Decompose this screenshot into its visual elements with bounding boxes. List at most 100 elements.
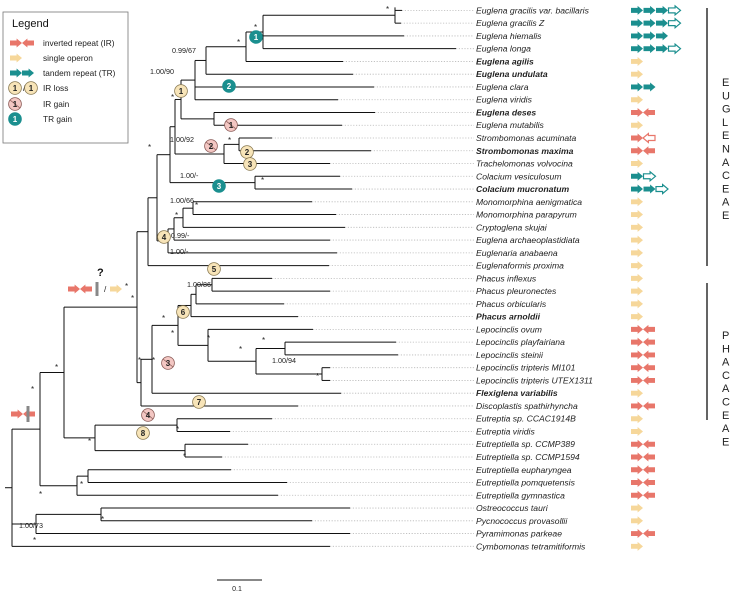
taxon-label: Euglena gracilis Z [476, 18, 545, 28]
single-operon-icon [631, 286, 643, 296]
tr-arrow-icon [656, 31, 668, 41]
single-operon-icon [631, 273, 643, 283]
ir-arrow-icon [643, 324, 655, 334]
tr-arrow-icon [631, 44, 643, 54]
significance-star: * [55, 363, 58, 372]
tr-arrow-icon [643, 184, 656, 194]
taxon-label: Euglena hiemalis [476, 31, 542, 41]
ir-arrow-icon [643, 375, 655, 385]
taxon-label: Euglena undulata [476, 69, 548, 79]
ir-loss-badge: 6 [176, 305, 190, 319]
svg-text:7: 7 [197, 398, 202, 407]
ir-arrow-icon [643, 490, 655, 500]
significance-star: * [386, 5, 389, 14]
ir-arrow-icon [643, 337, 655, 347]
tr-arrow-icon [10, 68, 22, 78]
taxon-label: Phacus arnoldii [476, 312, 541, 322]
tr-gain-badge: 3 [212, 179, 226, 193]
svg-text:2: 2 [209, 142, 214, 151]
family-letter: L [722, 117, 728, 129]
ir-gain-badge: 2 [204, 139, 218, 153]
single-operon-icon [631, 56, 643, 66]
single-operon-icon [631, 426, 643, 436]
significance-star: * [148, 143, 151, 152]
ir-arrow-icon [631, 490, 643, 500]
single-operon-icon [631, 69, 643, 79]
svg-text:3: 3 [248, 160, 253, 169]
family-letter: A [722, 383, 730, 395]
significance-star: * [131, 294, 134, 303]
tr-arrow-icon [642, 170, 657, 183]
svg-text:1: 1 [179, 87, 184, 96]
support-value: 1.00/66 [170, 196, 194, 205]
svg-text:1: 1 [254, 33, 259, 42]
tr-arrow-icon [631, 31, 643, 41]
ir-arrow-icon [643, 465, 655, 475]
single-operon-icon [10, 53, 22, 63]
single-operon-icon [110, 284, 122, 294]
legend-box [2, 11, 129, 144]
tr-arrow-icon [631, 18, 643, 28]
family-letter: E [722, 183, 729, 195]
significance-star: * [171, 329, 174, 338]
family-letter: C [722, 397, 730, 409]
support-value: 1.00/- [180, 171, 199, 180]
svg-text:5: 5 [212, 265, 217, 274]
family-letter: A [722, 197, 730, 209]
taxon-label: Cymbomonas tetramitiformis [476, 541, 586, 551]
taxon-label: Phacus inflexus [476, 273, 537, 283]
single-operon-icon [631, 516, 643, 526]
ir-arrow-icon [631, 324, 643, 334]
ir-arrow-icon [642, 132, 656, 144]
significance-star: * [239, 345, 242, 354]
tr-arrow-icon [656, 44, 668, 54]
family-letter: A [722, 157, 730, 169]
tr-arrow-icon [643, 5, 656, 15]
taxon-label: Ostreococcus tauri [476, 503, 549, 513]
legend-label: IR gain [43, 99, 70, 109]
significance-star: * [228, 136, 231, 145]
taxon-label: Lepocinclis tripteris UTEX1311 [476, 375, 593, 385]
taxon-label: Lepocinclis steinii [476, 350, 544, 360]
ir-arrow-icon [80, 284, 92, 294]
uncertain-state-label: ? [97, 267, 104, 279]
ir-arrow-icon [631, 107, 643, 117]
ir-arrow-icon [631, 146, 643, 156]
taxon-label: Eutreptiella gymnastica [476, 490, 565, 500]
support-value: 1.00/94 [272, 356, 296, 365]
significance-star: * [33, 536, 36, 545]
ir-arrow-icon [631, 439, 643, 449]
single-operon-icon [631, 235, 643, 245]
single-operon-icon [631, 222, 643, 232]
taxon-label: Euglena gracilis var. bacillaris [476, 5, 590, 15]
taxon-label: Pycnococcus provasollii [476, 516, 568, 526]
family-letter: E [722, 210, 729, 222]
tr-arrow-icon [656, 5, 668, 15]
significance-star: * [261, 176, 264, 185]
taxon-label: Eutreptiella pomquetensis [476, 478, 576, 488]
tr-arrow-icon [656, 18, 668, 28]
taxon-label: Euglena mutabilis [476, 120, 545, 130]
significance-star: * [162, 314, 165, 323]
legend-label: IR loss [43, 83, 68, 93]
taxon-label: Eutreptia sp. CCAC1914B [476, 414, 576, 424]
taxon-label: Eutreptiella sp. CCMP1594 [476, 452, 580, 462]
significance-star: * [31, 385, 34, 394]
taxon-label: Euglenaria anabaena [476, 248, 558, 258]
ir-arrow-icon [631, 133, 643, 143]
ir-loss-badge: 1 [8, 81, 22, 95]
family-letter: H [722, 343, 730, 355]
tr-arrow-icon [631, 82, 643, 92]
support-value: 1.00/86 [187, 280, 211, 289]
ir-loss-badge: 1 [24, 81, 38, 95]
ir-loss-badge: 5 [207, 262, 221, 276]
single-operon-icon [631, 388, 643, 398]
tr-arrow-icon [631, 171, 643, 181]
ir-arrow-icon [631, 375, 643, 385]
tr-gain-badge: 2 [222, 79, 236, 93]
svg-text:2: 2 [245, 148, 250, 157]
significance-star: * [80, 480, 83, 489]
support-value: 0.99/67 [172, 46, 196, 55]
significance-star: * [171, 93, 174, 102]
ir-arrow-icon [10, 38, 22, 48]
